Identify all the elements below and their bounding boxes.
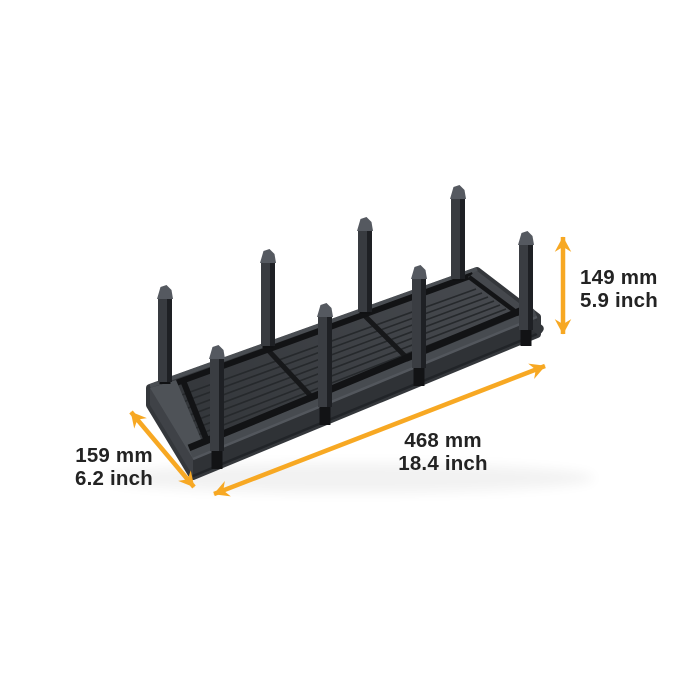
back-pegs xyxy=(157,185,466,384)
peg xyxy=(450,185,466,281)
width-arrow xyxy=(213,363,546,497)
peg xyxy=(209,345,225,469)
width-inch-label: 18.4 inch xyxy=(398,452,488,475)
height-inch-label: 5.9 inch xyxy=(580,289,658,312)
peg xyxy=(411,265,427,386)
peg xyxy=(317,303,333,425)
width-mm-label: 468 mm xyxy=(404,429,482,452)
depth-inch-label: 6.2 inch xyxy=(75,467,153,490)
peg xyxy=(357,217,373,314)
peg xyxy=(518,231,534,346)
depth-dimension: 159 mm 6.2 inch xyxy=(75,410,196,490)
height-dimension: 149 mm 5.9 inch xyxy=(554,236,658,335)
height-mm-label: 149 mm xyxy=(580,266,658,289)
peg xyxy=(157,285,173,384)
depth-mm-label: 159 mm xyxy=(75,444,153,467)
depth-arrow xyxy=(129,410,196,489)
peg xyxy=(260,249,276,348)
width-dimension: 468 mm 18.4 inch xyxy=(213,363,546,497)
product-image xyxy=(105,185,595,493)
